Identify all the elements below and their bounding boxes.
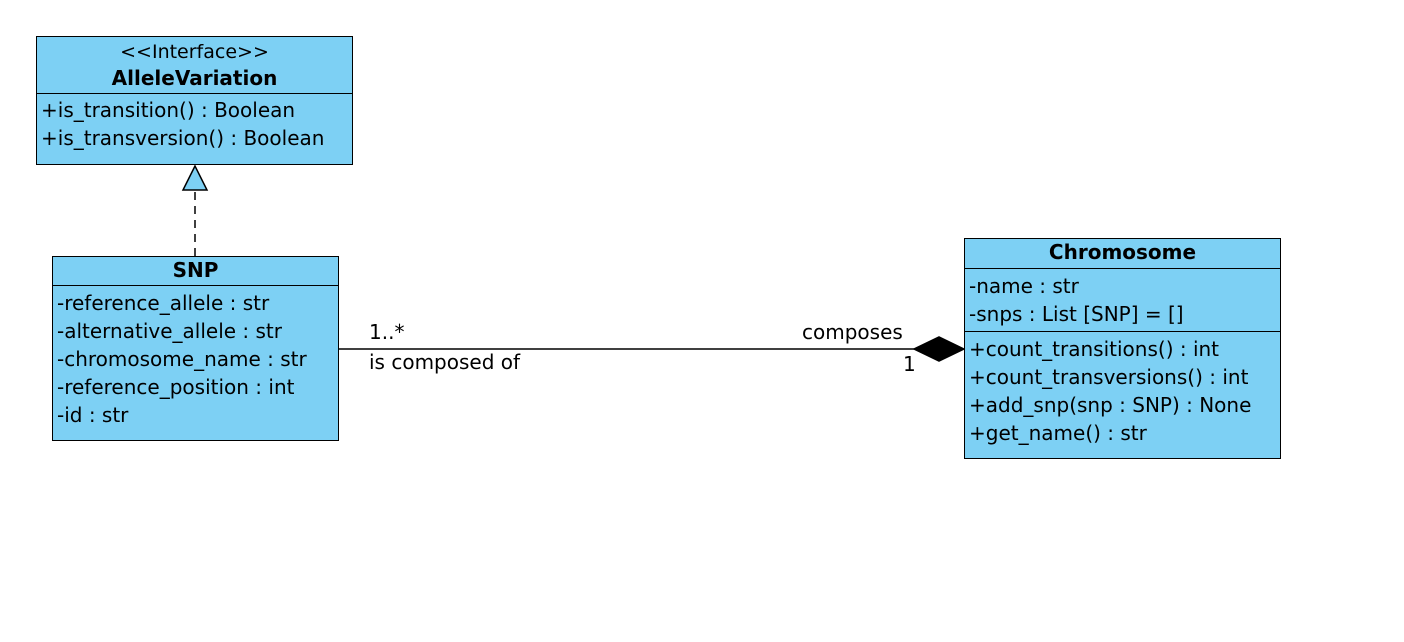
attribute-chromosome-name: -chromosome_name : str (57, 347, 307, 371)
whole-multiplicity-label: 1 (903, 352, 916, 376)
attribute-snps: -snps : List [SNP] = [] (969, 302, 1184, 326)
chromosome-class[interactable]: Chromosome -name : str -snps : List [SNP… (964, 238, 1281, 459)
snp-name: SNP (172, 258, 219, 282)
chromosome-name: Chromosome (1048, 240, 1197, 264)
attribute-alternative-allele: -alternative_allele : str (57, 319, 282, 343)
snp-class[interactable]: SNP -reference_allele : str -alternative… (52, 256, 339, 441)
operation-get-name: +get_name() : str (969, 421, 1147, 445)
snp-header: SNP (53, 257, 338, 286)
allele-variation-operations: +is_transition() : Boolean +is_transvers… (37, 94, 352, 152)
attribute-reference-position: -reference_position : int (57, 375, 295, 399)
composition-diamond (912, 336, 966, 362)
part-role-label: is composed of (369, 350, 521, 374)
allele-variation-name: AlleleVariation (111, 66, 278, 90)
allele-variation-header: <<Interface>> AlleleVariation (37, 37, 352, 94)
attribute-name: -name : str (969, 274, 1079, 298)
part-multiplicity-label: 1..* (369, 320, 405, 344)
chromosome-attributes: -name : str -snps : List [SNP] = [] (965, 269, 1280, 332)
realization-triangle-arrowhead (181, 164, 209, 191)
operation-count-transversions: +count_transversions() : int (969, 365, 1249, 389)
allele-variation-class[interactable]: <<Interface>> AlleleVariation +is_transi… (36, 36, 353, 165)
interface-stereotype: <<Interface>> (120, 41, 269, 63)
attribute-id: -id : str (57, 403, 129, 427)
operation-is-transition: +is_transition() : Boolean (41, 98, 296, 122)
whole-role-label: composes (802, 320, 903, 344)
operation-add-snp: +add_snp(snp : SNP) : None (969, 393, 1252, 417)
attribute-reference-allele: -reference_allele : str (57, 291, 270, 315)
chromosome-header: Chromosome (965, 239, 1280, 269)
chromosome-operations: +count_transitions() : int +count_transv… (965, 332, 1280, 447)
snp-attributes: -reference_allele : str -alternative_all… (53, 286, 338, 429)
operation-count-transitions: +count_transitions() : int (969, 337, 1220, 361)
operation-is-transversion: +is_transversion() : Boolean (41, 126, 325, 150)
